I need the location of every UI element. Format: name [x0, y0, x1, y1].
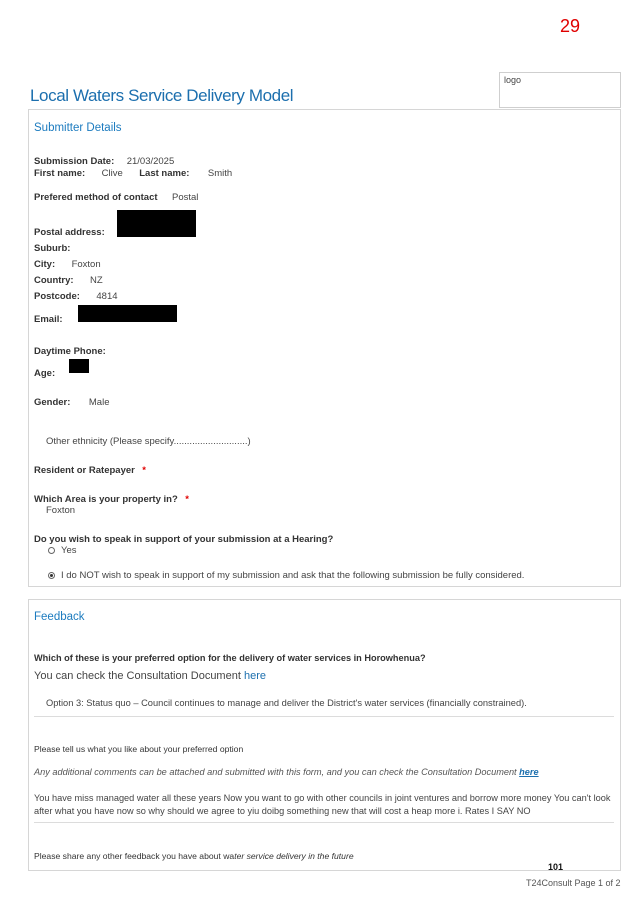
- resident-ratepayer-row: Resident or Ratepayer *: [34, 460, 146, 478]
- city-label: City:: [34, 259, 56, 270]
- first-name-value: Clive: [101, 168, 123, 179]
- question-other-feedback-part1: Please share any other feedback you have…: [34, 851, 235, 861]
- age-row: Age:: [34, 363, 55, 381]
- last-name-value: Smith: [207, 168, 233, 179]
- feedback-panel: [28, 599, 621, 871]
- property-area-value: Foxton: [46, 505, 76, 516]
- question-other-feedback-part2: ter service delivery in the future: [234, 851, 354, 861]
- question-like-option: Please tell us what you like about your …: [34, 744, 244, 754]
- additional-comments-note: Any additional comments can be attached …: [34, 767, 539, 777]
- suburb-row: Suburb:: [34, 238, 70, 256]
- required-marker: *: [185, 494, 189, 505]
- daytime-phone-label: Daytime Phone:: [34, 346, 106, 357]
- contact-method-row: Prefered method of contact Postal: [34, 187, 198, 205]
- hearing-no-label: I do NOT wish to speak in support of my …: [61, 570, 525, 581]
- submitter-section-title: Submitter Details: [34, 122, 122, 134]
- age-label: Age:: [34, 368, 56, 379]
- hearing-yes-radio[interactable]: [48, 546, 55, 554]
- consultation-document-text: You can check the Consultation Document: [34, 670, 244, 682]
- email-row: Email:: [34, 309, 63, 327]
- divider: [34, 822, 614, 823]
- consultation-document-link[interactable]: here: [243, 670, 266, 682]
- hearing-no-option[interactable]: I do NOT wish to speak in support of my …: [48, 570, 524, 581]
- postal-address-label: Postal address:: [34, 227, 105, 238]
- country-value: NZ: [90, 275, 103, 286]
- postal-address-row: Postal address:: [34, 222, 105, 240]
- country-row: Country: NZ: [34, 270, 103, 288]
- property-area-row: Which Area is your property in? *: [34, 489, 189, 507]
- like-option-answer-line1: You have miss managed water all these ye…: [34, 793, 611, 803]
- footer-number: 101: [548, 862, 564, 872]
- other-ethnicity-text: Other ethnicity (Please specify.........…: [46, 436, 251, 447]
- city-row: City: Foxton: [34, 254, 101, 272]
- hearing-no-radio[interactable]: [48, 571, 55, 579]
- additional-comments-text: Any additional comments can be attached …: [34, 767, 520, 777]
- footer-page-info: T24Consult Page 1 of 2: [526, 878, 621, 888]
- like-option-answer-line2: after what you have now so why should we…: [34, 806, 531, 816]
- email-label: Email:: [34, 314, 63, 325]
- submission-date-label: Submission Date:: [34, 156, 115, 167]
- question-preferred-option: Which of these is your preferred option …: [34, 648, 426, 666]
- contact-method-label: Prefered method of contact: [34, 192, 158, 203]
- hearing-question: Do you wish to speak in support of your …: [34, 534, 334, 545]
- hearing-yes-option[interactable]: Yes: [48, 545, 77, 556]
- postcode-row: Postcode: 4814: [34, 286, 118, 304]
- preferred-option-answer: Option 3: Status quo – Council continues…: [46, 698, 527, 708]
- question-preferred-option-text: Which of these is your preferred option …: [34, 653, 426, 663]
- page-title: Local Waters Service Delivery Model: [30, 86, 294, 105]
- logo-placeholder: logo: [499, 72, 621, 108]
- name-row: First name: Clive Last name: Smith: [34, 163, 232, 181]
- first-name-label: First name:: [34, 168, 86, 179]
- gender-row: Gender: Male: [34, 392, 109, 410]
- submitter-details-panel: [28, 109, 621, 587]
- postcode-label: Postcode:: [34, 291, 80, 302]
- hearing-yes-label: Yes: [61, 545, 77, 556]
- property-area-label: Which Area is your property in?: [34, 494, 178, 505]
- required-marker: *: [142, 465, 146, 476]
- additional-comments-link[interactable]: here: [519, 767, 539, 777]
- resident-ratepayer-label: Resident or Ratepayer: [34, 465, 135, 476]
- contact-method-value: Postal: [171, 192, 199, 203]
- redacted-postal-address: [117, 210, 196, 237]
- consultation-document-line: You can check the Consultation Document …: [34, 670, 266, 682]
- submission-date-value: 21/03/2025: [126, 156, 175, 167]
- city-value: Foxton: [71, 259, 101, 270]
- last-name-label: Last name:: [139, 168, 190, 179]
- daytime-phone-row: Daytime Phone:: [34, 341, 106, 359]
- redacted-age: [69, 359, 89, 373]
- redacted-email: [78, 305, 177, 322]
- feedback-section-title: Feedback: [34, 611, 85, 623]
- question-other-feedback: Please share any other feedback you have…: [34, 851, 354, 861]
- country-label: Country:: [34, 275, 74, 286]
- page-number: 29: [560, 16, 581, 36]
- divider: [34, 716, 614, 717]
- postcode-value: 4814: [96, 291, 118, 302]
- hearing-question-row: Do you wish to speak in support of your …: [34, 529, 333, 547]
- gender-label: Gender:: [34, 397, 71, 408]
- suburb-label: Suburb:: [34, 243, 71, 254]
- gender-value: Male: [88, 397, 110, 408]
- submission-date-row: Submission Date: 21/03/2025: [34, 151, 174, 169]
